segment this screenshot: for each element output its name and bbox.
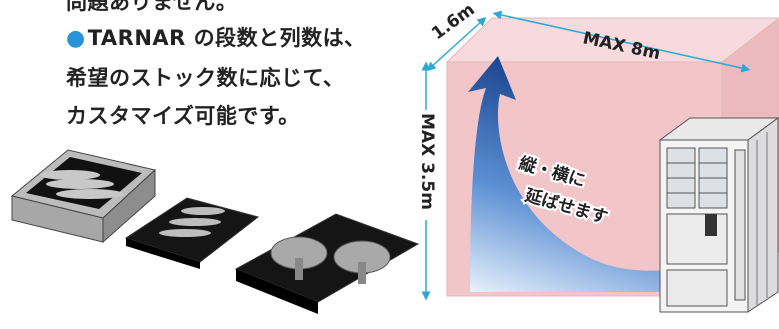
height-label: MAX 3.5m: [417, 113, 437, 210]
width-dimension-line: [492, 10, 751, 73]
tarnar-machine: [658, 117, 779, 313]
expand-arrow-icon: [468, 56, 668, 292]
depth-dimension-line: [426, 16, 487, 72]
headline-line-1: ●TARNAR の段数と列数は、: [66, 22, 366, 52]
grey-tray: [10, 149, 157, 244]
height-label-bg: [412, 110, 440, 220]
headline-text-1: TARNAR の段数と列数は、: [87, 26, 366, 50]
depth-label: 1.6m: [428, 0, 478, 44]
bullet-dot: ●: [66, 26, 86, 51]
intro-text-cut: 問題ありません。: [66, 0, 238, 14]
black-pallet-small: [124, 197, 260, 269]
black-pallet-large: [234, 213, 420, 314]
headline-line-2: 希望のストック数に応じて、: [66, 66, 345, 90]
headline-line-3: カスタマイズ可能です。: [66, 104, 300, 128]
